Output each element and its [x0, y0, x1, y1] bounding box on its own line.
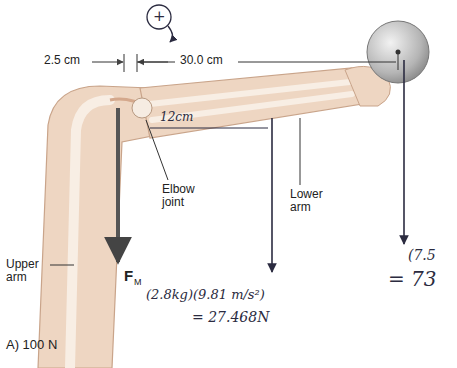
part-label: Elbow joint	[162, 183, 202, 209]
force-symbol: F	[124, 268, 133, 285]
force-subscript: M	[134, 278, 142, 288]
handwritten-note: = 27.468N	[192, 310, 269, 325]
dimension-label: 2.5 cm	[44, 54, 80, 67]
handwritten-note: = 73	[388, 268, 437, 290]
dimension-label: 30.0 cm	[180, 54, 223, 67]
part-label: Upper arm	[6, 258, 48, 284]
handwritten-note: (2.8kg)(9.81 m/s²)	[146, 288, 265, 302]
sign-convention: +	[153, 8, 166, 25]
handwritten-note: (7.5	[408, 248, 436, 263]
handwritten-note: 12cm	[160, 111, 193, 124]
part-label: Lower arm	[290, 188, 330, 214]
answer-choice: A) 100 N	[6, 338, 57, 352]
